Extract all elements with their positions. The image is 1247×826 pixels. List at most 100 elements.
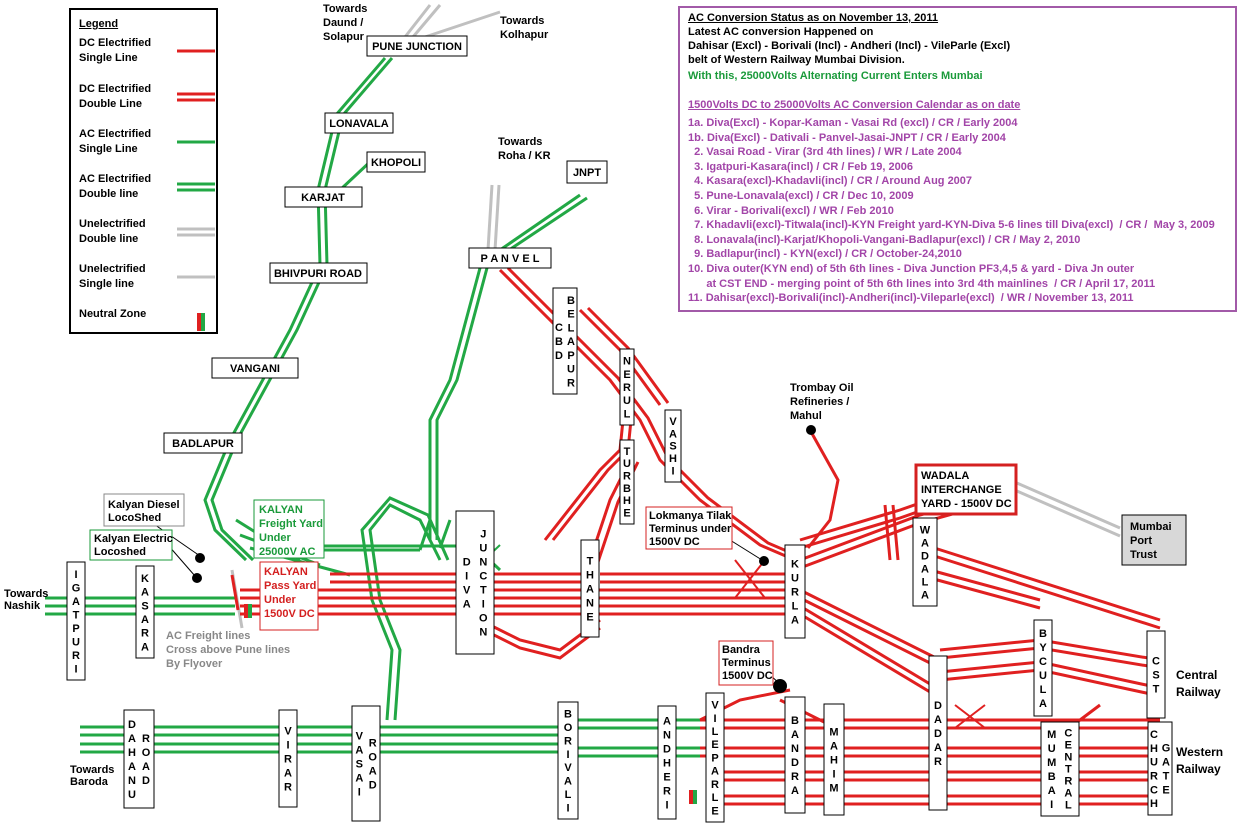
ac-lines xyxy=(45,57,700,758)
calendar-entry: 11. Dahisar(excl)-Borivali(incl)-Andheri… xyxy=(688,292,1134,305)
legend-item: DC Electrified Double Line xyxy=(79,82,215,112)
status-intro-3: belt of Western Railway Mumbai Division. xyxy=(688,54,905,66)
conversion-status-panel: AC Conversion Status as on November 13, … xyxy=(678,6,1237,312)
crossover-marks xyxy=(734,559,986,729)
legend-item: DC Electrified Single Line xyxy=(79,36,215,66)
unelectrified-lines xyxy=(230,4,1121,629)
station-lonavala: LONAVALA xyxy=(329,118,389,130)
legend-swatch xyxy=(177,140,215,144)
legend-swatch xyxy=(177,49,215,53)
station-badlapur: BADLAPUR xyxy=(172,438,234,450)
legend-item-label: Unelectrified Single line xyxy=(79,263,146,290)
legend-item-label: DC Electrified Single Line xyxy=(79,37,152,64)
legend-item: Unelectrified Double line xyxy=(79,217,215,247)
calendar-entry: 4. Kasara(excl)-Khadavli(incl) / CR / Ar… xyxy=(688,175,973,188)
calendar-entry: 2. Vasai Road - Virar (3rd 4th lines) / … xyxy=(688,146,962,159)
station-pune-junction: PUNE JUNCTION xyxy=(372,41,462,53)
legend-item: AC Electrified Double line xyxy=(79,172,215,202)
station-khopoli: KHOPOLI xyxy=(371,157,421,169)
status-title: AC Conversion Status as on November 13, … xyxy=(688,12,939,24)
legend-swatch xyxy=(177,92,215,102)
calendar-entry: 5. Pune-Lonavala(excl) / CR / Dec 10, 20… xyxy=(688,190,914,202)
status-highlight: With this, 25000Volts Alternating Curren… xyxy=(688,70,983,82)
legend-item: Neutral Zone xyxy=(79,307,214,337)
calendar-entry: 3. Igatpuri-Kasara(incl) / CR / Feb 19, … xyxy=(688,160,913,173)
status-intro-1: Latest AC conversion Happened on xyxy=(688,26,874,38)
status-intro-2: Dahisar (Excl) - Borivali (Incl) - Andhe… xyxy=(688,40,1011,52)
legend-item-label: AC Electrified Double line xyxy=(79,173,152,200)
dc-lines xyxy=(230,266,1161,806)
calendar-entry: 6. Virar - Borivali(excl) / WR / Feb 201… xyxy=(688,204,894,217)
legend-swatch xyxy=(197,313,205,331)
legend-item: AC Electrified Single Line xyxy=(79,127,215,157)
neutral-zones xyxy=(244,604,697,804)
station-boxes-horizontal: PUNE JUNCTION LONAVALA KHOPOLI KARJAT BH… xyxy=(163,35,608,454)
calendar-entry: 1a. Diva(Excl) - Kopar-Kaman - Vasai Rd … xyxy=(688,117,1018,129)
calendar-title: 1500Volts DC to 25000Volts AC Conversion… xyxy=(688,99,1021,111)
calendar-entry: 1b. Diva(Excl) - Dativali - Panvel-Jasai… xyxy=(688,131,1006,144)
calendar-entry: 10. Diva outer(KYN end) of 5th 6th lines… xyxy=(688,263,1135,275)
legend-title: Legend xyxy=(79,18,119,30)
station-vangani: VANGANI xyxy=(230,363,280,375)
legend-swatch xyxy=(177,227,215,237)
station-panvel: P A N V E L xyxy=(481,253,540,265)
